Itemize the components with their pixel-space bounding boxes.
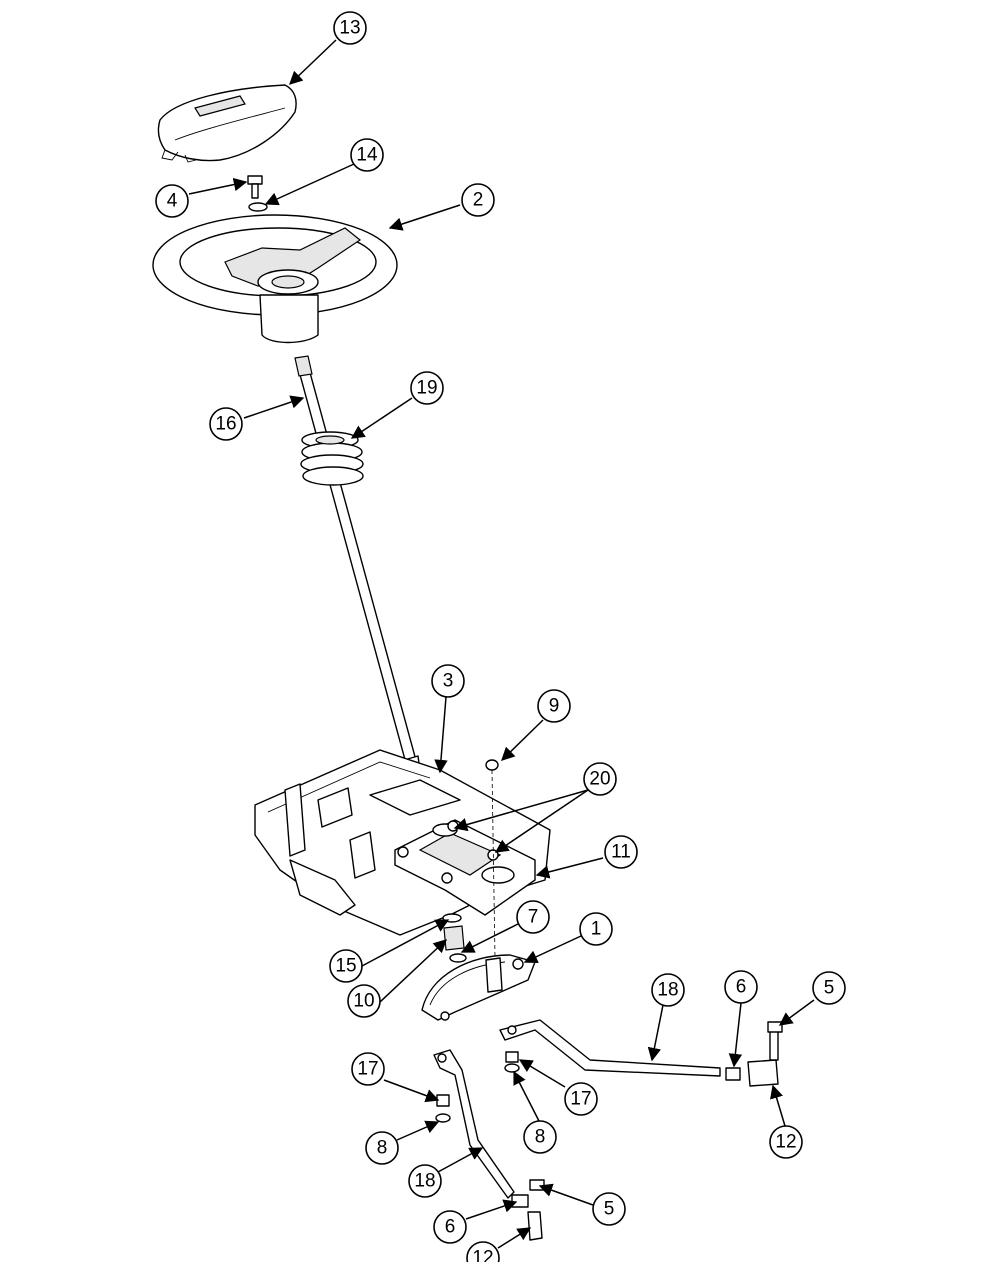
callout-label: 15 <box>335 956 356 977</box>
steering-wheel <box>152 214 398 344</box>
assembly-axis-line <box>491 769 496 959</box>
nut-washer-parts-17-8 <box>435 1051 520 1123</box>
callout-label: 8 <box>377 1138 388 1159</box>
callout-8-right: 8 <box>523 1120 557 1154</box>
callout-1: 1 <box>579 912 613 946</box>
nut-part-9 <box>485 759 499 771</box>
callout-label: 8 <box>535 1127 546 1148</box>
callout-13: 13 <box>333 11 367 45</box>
callout-6-left: 6 <box>433 1210 467 1244</box>
callout-label: 19 <box>416 378 437 399</box>
callout-label: 4 <box>167 191 178 212</box>
callout-20: 20 <box>583 762 617 796</box>
callout-18-right: 18 <box>651 973 685 1007</box>
callout-label: 16 <box>215 414 236 435</box>
callout-17-right: 17 <box>564 1082 598 1116</box>
steering-mount-plate-part-3 <box>254 749 551 936</box>
callout-16: 16 <box>209 407 243 441</box>
callout-label: 5 <box>604 1199 615 1220</box>
callout-label: 12 <box>775 1132 796 1153</box>
callout-5-left: 5 <box>592 1192 626 1226</box>
callout-10: 10 <box>347 984 381 1018</box>
callout-label: 3 <box>443 671 454 692</box>
callout-label: 1 <box>591 919 602 940</box>
callout-19: 19 <box>410 371 444 405</box>
callout-4: 4 <box>155 184 189 218</box>
pinion-gear-part-10 <box>443 925 467 963</box>
steering-wheel-cover-cap <box>157 84 297 163</box>
callout-12-right: 12 <box>769 1125 803 1159</box>
leader-lines <box>188 39 815 1249</box>
sector-gear-part-1 <box>421 954 536 1021</box>
callout-label: 12 <box>472 1248 493 1262</box>
callout-14: 14 <box>350 138 384 172</box>
callout-label: 11 <box>611 842 631 863</box>
callout-label: 6 <box>445 1217 456 1238</box>
callout-label: 7 <box>528 907 539 928</box>
callout-9: 9 <box>537 689 571 723</box>
steering-shaft <box>294 355 425 804</box>
callout-12-left: 12 <box>466 1241 500 1262</box>
callout-label: 13 <box>339 18 360 39</box>
callout-2: 2 <box>461 183 495 217</box>
callout-label: 14 <box>356 145 378 166</box>
callout-5-right: 5 <box>812 971 846 1005</box>
hex-bolt-part-4 <box>247 175 263 199</box>
callout-label: 20 <box>589 769 610 790</box>
drag-link-left-part-18 <box>433 1049 545 1241</box>
callout-label: 17 <box>570 1089 591 1110</box>
callout-label: 10 <box>353 991 374 1012</box>
callout-6-right: 6 <box>724 970 758 1004</box>
bellows-boot-part-19 <box>300 431 364 486</box>
callout-11: 11 <box>604 835 638 869</box>
callout-18-left: 18 <box>408 1164 442 1198</box>
washer-part-14 <box>248 202 268 212</box>
callout-label: 9 <box>549 696 560 717</box>
callout-label: 2 <box>473 190 484 211</box>
callout-label: 6 <box>736 977 747 998</box>
callout-label: 17 <box>357 1059 378 1080</box>
callout-17-left: 17 <box>351 1052 385 1086</box>
drag-link-right-part-18 <box>499 1019 783 1087</box>
callout-label: 5 <box>824 978 835 999</box>
callout-3: 3 <box>431 664 465 698</box>
callout-label: 18 <box>657 980 678 1001</box>
callout-15: 15 <box>329 949 363 983</box>
callout-8-left: 8 <box>365 1131 399 1165</box>
callout-label: 18 <box>414 1171 435 1192</box>
callout-7: 7 <box>516 900 550 934</box>
